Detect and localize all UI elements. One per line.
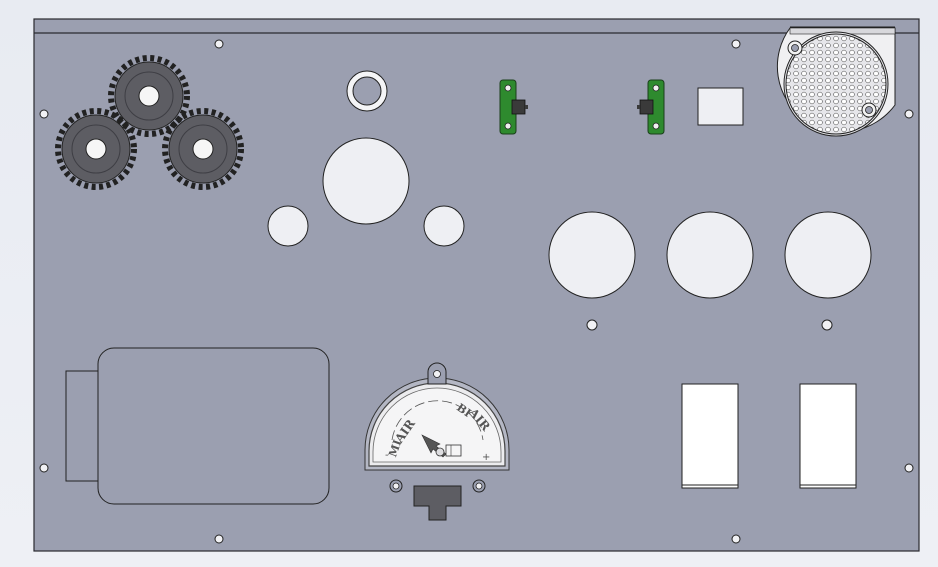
- mounting-hole: [586, 319, 598, 331]
- mounting-hole: [904, 463, 914, 473]
- fan-grille-icon[interactable]: [776, 26, 896, 140]
- square-cutout: [697, 87, 744, 126]
- mounting-hole: [214, 534, 224, 544]
- rocker-switch-icon[interactable]: [799, 383, 857, 489]
- mounting-hole: [214, 39, 224, 49]
- mounting-hole: [731, 39, 741, 49]
- small-cutout: [267, 205, 309, 247]
- gear-icon[interactable]: [108, 55, 190, 137]
- gauge-minus-sign: -: [385, 450, 389, 461]
- ring-grommet[interactable]: [346, 70, 388, 112]
- mounting-holes: [39, 39, 914, 544]
- mounting-hole: [39, 463, 49, 473]
- power-supply-module[interactable]: [65, 347, 330, 505]
- meter-cutout: [784, 211, 872, 299]
- gauge-plus-sign: +: [482, 452, 490, 463]
- meter-cutout: [548, 211, 636, 299]
- gear-train[interactable]: [55, 55, 244, 190]
- rocker-switch-icon[interactable]: [681, 383, 739, 489]
- mounting-hole: [39, 109, 49, 119]
- mounting-hole: [731, 534, 741, 544]
- meter-cutout: [666, 211, 754, 299]
- air-gauge[interactable]: AIR MI AIR BI - +: [364, 362, 510, 521]
- gear-icon[interactable]: [162, 108, 244, 190]
- large-cutout: [322, 137, 410, 225]
- mounting-hole: [904, 109, 914, 119]
- gear-icon[interactable]: [55, 108, 137, 190]
- small-cutout: [423, 205, 465, 247]
- mounting-clip-icon[interactable]: [637, 79, 665, 135]
- mounting-hole: [821, 319, 833, 331]
- mounting-clip-icon[interactable]: [499, 79, 528, 135]
- gauge-left-label-2: MI: [386, 438, 404, 459]
- cutouts: [267, 87, 872, 299]
